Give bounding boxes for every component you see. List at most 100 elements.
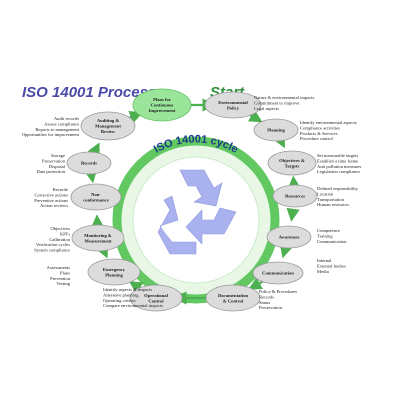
desc-line: Legal aspects: [254, 106, 279, 111]
desc-line: Internal: [317, 258, 332, 263]
step-bubble: [71, 224, 125, 252]
cycle-arrow: [248, 277, 264, 290]
desc-line: External bodies: [317, 263, 346, 268]
desc-line: Anti pollution measures: [317, 164, 361, 169]
desc-line: Status: [259, 300, 270, 305]
step-label: conformance: [83, 197, 109, 202]
desc-line: Legislation compliance: [317, 169, 360, 174]
desc-line: Policy & Procedures: [259, 289, 297, 294]
desc-line: Records: [259, 294, 274, 299]
step-label: Operational: [144, 293, 168, 298]
desc-line: Verification cycles: [36, 242, 71, 247]
desc-line: Calibration: [49, 237, 70, 242]
desc-line: Disposal: [49, 164, 66, 169]
step-objectives-targets: Objectives &Targets: [267, 150, 317, 176]
cycle-arrow: [128, 281, 144, 294]
step-label: Control: [148, 298, 164, 303]
desc-line: Nature & environmental impacts: [254, 95, 315, 100]
step-planning: Planning: [253, 118, 299, 142]
recycle-icon: [157, 169, 237, 255]
desc-line: Preservation: [42, 158, 66, 163]
step-label: Non-: [91, 192, 101, 197]
step-label: Emergency: [103, 267, 126, 272]
step-records: Records: [66, 151, 112, 175]
desc-line: Preventive actions: [34, 198, 68, 203]
desc-line: Plans: [60, 270, 70, 275]
step-label: Measurement: [85, 238, 112, 243]
step-label: Resources: [285, 194, 305, 199]
desc-line: Establish a time frame: [317, 158, 358, 163]
step-label: Records: [81, 161, 97, 166]
step-bubble: [267, 150, 317, 176]
desc-line: Recorde: [53, 187, 68, 192]
step-label: Review: [101, 129, 116, 134]
step-bubble: [66, 151, 112, 175]
desc-line: Media: [317, 269, 329, 274]
step-label: Awareness: [279, 235, 300, 240]
step-bubble: [204, 91, 262, 119]
step-label: Continuous: [151, 103, 174, 108]
step-resources: Resources: [272, 184, 318, 208]
step-bubble: [87, 258, 141, 286]
desc-line: Set measurable targets: [317, 153, 358, 158]
step-label: Monitoring &: [84, 233, 112, 238]
desc-line: Assess compliance: [44, 121, 79, 126]
step-label: Objectives &: [279, 158, 305, 163]
step-awareness: Awareness: [266, 225, 312, 249]
step-monitoring-measurement: Monitoring &Measurement: [71, 224, 125, 252]
desc-line: Testing: [57, 281, 71, 286]
desc-environmental-policy: Nature & environmental impactsCommitment…: [254, 95, 315, 111]
cycle-arrow: [279, 243, 293, 259]
desc-planning: Identify environmental aspectsCompliance…: [300, 120, 357, 141]
desc-line: Competence: [317, 228, 340, 233]
desc-line: Preservation: [259, 305, 283, 310]
desc-line: Location: [317, 191, 334, 196]
desc-resources: Defined responsibilityLocationTransporta…: [317, 186, 359, 207]
step-non-conformance: Non-conformance: [70, 183, 122, 211]
desc-line: Data protection: [37, 169, 66, 174]
step-label: Environmental: [218, 100, 248, 105]
step-label: Improvement: [149, 108, 176, 113]
desc-line: Products & Services: [300, 131, 338, 136]
desc-line: Training: [317, 233, 333, 238]
step-bubble: [80, 111, 136, 141]
step-bubble: [205, 284, 261, 312]
step-label: Documentation: [218, 293, 249, 298]
desc-line: Storage: [51, 153, 65, 158]
step-label: Planning: [267, 128, 285, 133]
desc-line: Transportation: [317, 197, 345, 202]
desc-line: Procedure control: [300, 136, 334, 141]
desc-line: Reports to management: [35, 127, 79, 132]
step-label: Auditing &: [97, 118, 120, 123]
desc-line: Compare environmental impacts: [103, 303, 163, 308]
step-bubble: [272, 184, 318, 208]
step-label: & Control: [223, 298, 244, 303]
step-label: Policy: [227, 105, 240, 110]
step-label: Targets: [285, 163, 300, 168]
cycle-arrow: [286, 207, 300, 222]
cycle-arrow: [247, 109, 263, 123]
step-bubble: [252, 261, 304, 285]
step-bubble: [129, 284, 183, 312]
step-bubble: [266, 225, 312, 249]
cycle-arrow: [87, 142, 100, 158]
desc-line: KPI's: [60, 231, 70, 236]
step-bubble: [132, 88, 192, 122]
process-steps: Plans forContinuousImprovementEnvironmen…: [66, 88, 318, 312]
desc-line: Opportunities for improvement: [22, 132, 80, 137]
desc-line: Human resources: [317, 202, 349, 207]
step-bubble: [70, 183, 122, 211]
